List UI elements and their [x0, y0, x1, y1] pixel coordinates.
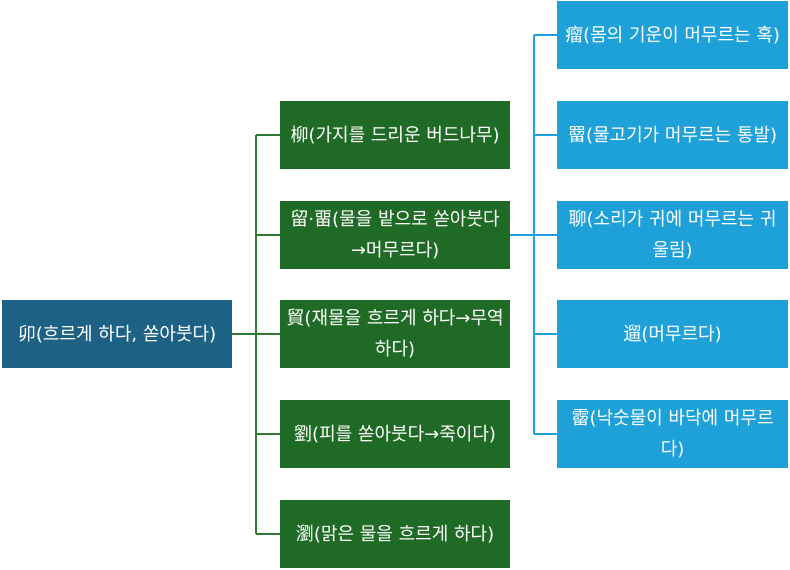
leaf-node-label: 瘤(몸의 기운이 머무르는 혹): [565, 24, 780, 46]
leaf-node-label: 遛(머무르다): [623, 323, 722, 345]
middle-node-liu-clear: 瀏(맑은 물을 흐르게 하다): [280, 500, 510, 568]
middle-node-label: 貿(재물을 흐르게 하다→무역하다): [286, 308, 504, 360]
middle-node-label: 瀏(맑은 물을 흐르게 하다): [295, 523, 495, 545]
leaf-node-lump: 瘤(몸의 기운이 머무르는 혹): [557, 1, 788, 69]
middle-node-liu-kill: 劉(피를 쏟아붓다→죽이다): [280, 400, 510, 468]
root-node-label: 卯(흐르게 하다, 쏟아붓다): [17, 323, 217, 345]
leaf-node-label: 霤(낙숫물이 바닥에 머무르다): [571, 408, 774, 460]
middle-node-label: 柳(가지를 드리운 버드나무): [290, 124, 500, 146]
middle-node-label: 留·畱(물을 밭으로 쏟아붓다→머무르다): [290, 209, 500, 261]
leaf-node-fish-trap: 罶(물고기가 머무르는 통발): [557, 101, 788, 169]
leaf-node-label: 聊(소리가 귀에 머무르는 귀울림): [568, 209, 777, 261]
middle-node-mao-trade: 貿(재물을 흐르게 하다→무역하다): [280, 300, 510, 368]
leaf-node-stay: 遛(머무르다): [557, 300, 788, 368]
leaf-node-label: 罶(물고기가 머무르는 통발): [567, 124, 778, 146]
middle-node-liu-stay: 留·畱(물을 밭으로 쏟아붓다→머무르다): [280, 201, 510, 269]
middle-node-liu-tree: 柳(가지를 드리운 버드나무): [280, 101, 510, 169]
leaf-node-ringing: 聊(소리가 귀에 머무르는 귀울림): [557, 201, 788, 269]
leaf-node-eaves-water: 霤(낙숫물이 바닥에 머무르다): [557, 400, 788, 468]
root-node: 卯(흐르게 하다, 쏟아붓다): [2, 300, 232, 368]
middle-node-label: 劉(피를 쏟아붓다→죽이다): [294, 423, 496, 445]
